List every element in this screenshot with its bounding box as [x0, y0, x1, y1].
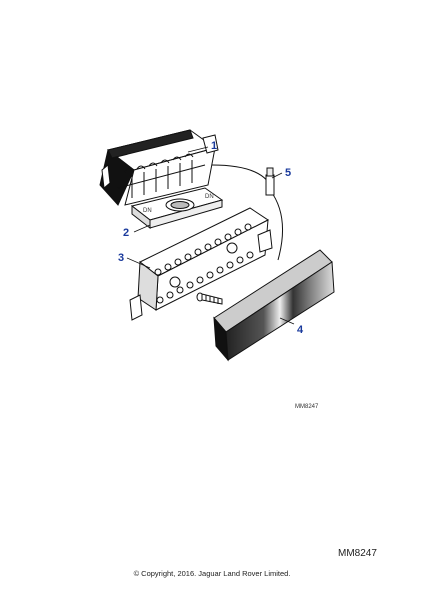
spare-fuse	[211, 164, 283, 261]
reference-code: MM8247	[338, 548, 377, 559]
leader-lines	[126, 146, 295, 325]
callout-5: 5	[285, 167, 291, 179]
callout-2: 2	[123, 227, 129, 239]
svg-text:DN: DN	[143, 208, 152, 214]
callout-3: 3	[118, 252, 124, 264]
svg-text:DN: DN	[205, 194, 214, 200]
fuse-box-housing	[99, 129, 219, 206]
drawing-code: MM8247	[295, 404, 319, 410]
fixing-screw	[196, 292, 223, 305]
fuse-box-cover	[213, 249, 335, 362]
fuse-holder-block	[129, 207, 273, 321]
callout-4: 4	[297, 324, 304, 336]
copyright-notice: © Copyright, 2016. Jaguar Land Rover Lim…	[133, 569, 291, 578]
fuse-cover-panel: DN DN	[130, 187, 224, 230]
callout-1: 1	[211, 140, 217, 152]
